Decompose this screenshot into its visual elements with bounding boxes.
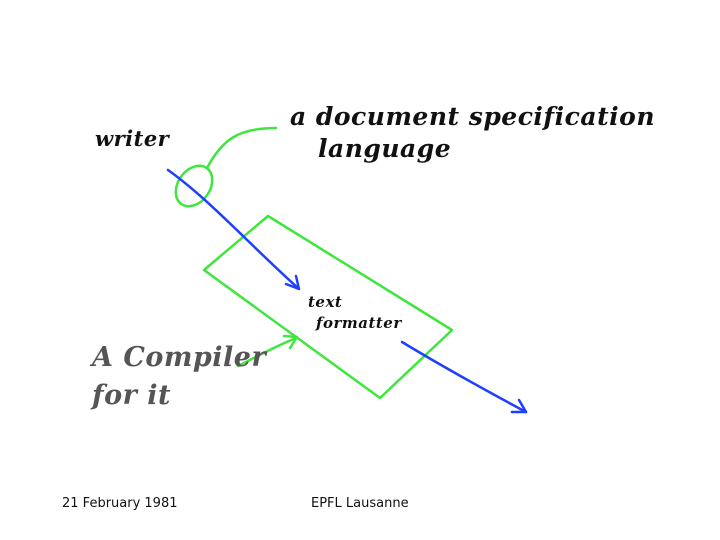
compiler-label-line1: A Compiler (92, 342, 267, 373)
output-arrow (400, 340, 528, 414)
formatter-label-line2: formatter (316, 314, 402, 332)
output-arrowhead (510, 398, 528, 414)
footer-place: EPFL Lausanne (311, 496, 409, 511)
formatter-box (202, 214, 454, 400)
formatter-label-line1: text (308, 293, 343, 311)
language-pointer (205, 126, 278, 170)
writer-label: writer (95, 126, 170, 151)
compiler-arrow (236, 336, 298, 368)
compiler-label-line2: for it (92, 380, 171, 411)
input-arrowhead (284, 274, 301, 291)
footer-date: 21 February 1981 (62, 496, 178, 511)
input-arrow (166, 168, 300, 290)
compiler-arrowhead (282, 334, 299, 350)
spec-language-label-line2: language (318, 134, 452, 163)
spec-language-label-line1: a document specification (290, 102, 655, 131)
